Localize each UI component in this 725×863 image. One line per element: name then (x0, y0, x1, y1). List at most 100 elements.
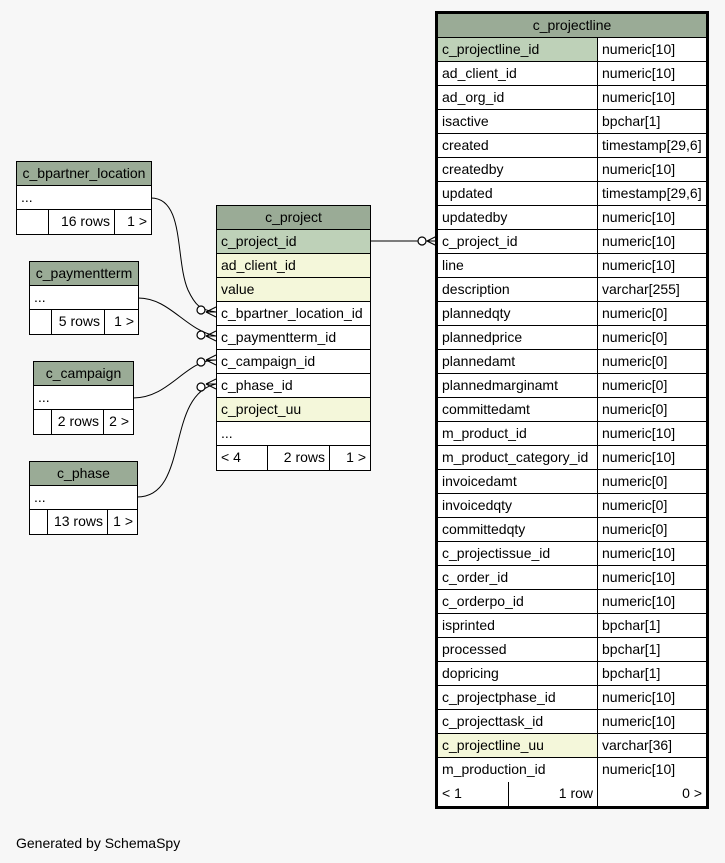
table-title[interactable]: c_phase (30, 462, 137, 486)
column-name[interactable]: updated (442, 185, 493, 201)
column-name[interactable]: plannedqty (442, 305, 511, 321)
children-count[interactable]: 1 > (104, 310, 138, 334)
column-ad-client-id[interactable]: ad_client_id (221, 257, 296, 273)
edge-paymentterm (137, 297, 217, 337)
column-name[interactable]: c_orderpo_id (442, 593, 524, 609)
column-name[interactable]: description (442, 281, 510, 297)
column-name[interactable]: m_product_id (442, 425, 527, 441)
children-count[interactable]: 2 > (103, 410, 133, 434)
children-count[interactable]: 1 > (114, 210, 151, 234)
column-c-project-id[interactable]: c_project_id (221, 233, 297, 249)
children-count[interactable]: 1 > (329, 446, 370, 470)
column-name[interactable]: c_projectissue_id (442, 545, 551, 561)
column-name[interactable]: dopricing (442, 665, 499, 681)
column-c-campaign-id[interactable]: c_campaign_id (221, 353, 316, 369)
column-name[interactable]: isactive (442, 113, 489, 129)
column-name[interactable]: plannedamt (442, 353, 516, 369)
column-value[interactable]: value (221, 281, 255, 297)
column-name[interactable]: line (442, 257, 464, 273)
column-type: numeric[0] (597, 470, 706, 493)
column-c-bpartner-location-id[interactable]: c_bpartner_location_id (221, 305, 363, 321)
column-name[interactable]: ad_org_id (442, 89, 505, 105)
column-name[interactable]: created (442, 137, 489, 153)
children-count[interactable]: 1 > (107, 510, 137, 534)
row-count: 1 row (508, 782, 597, 806)
column-type: numeric[10] (597, 566, 706, 589)
column-row[interactable]: dopricing bpchar[1] (438, 662, 706, 686)
table-c-bpartner-location[interactable]: c_bpartner_location ... 16 rows 1 > (16, 161, 152, 235)
parents-count[interactable]: < 1 (442, 785, 462, 801)
table-title[interactable]: c_campaign (34, 362, 133, 386)
optional-marker (196, 305, 206, 315)
column-name[interactable]: c_project_id (442, 233, 518, 249)
table-title[interactable]: c_project (217, 206, 370, 230)
column-c-paymentterm-id[interactable]: c_paymentterm_id (221, 329, 337, 345)
column-c-phase-id[interactable]: c_phase_id (221, 377, 293, 393)
table-c-phase[interactable]: c_phase ... 13 rows 1 > (29, 461, 138, 535)
table-title[interactable]: c_projectline (438, 14, 706, 38)
column-name[interactable]: committedamt (442, 401, 530, 417)
column-name[interactable]: c_projectline_uu (438, 734, 597, 757)
column-name[interactable]: createdby (442, 161, 504, 177)
column-name[interactable]: invoicedqty (442, 497, 513, 513)
table-title[interactable]: c_bpartner_location (17, 162, 151, 186)
column-name[interactable]: invoicedamt (442, 473, 517, 489)
column-c-project-uu[interactable]: c_project_uu (221, 401, 302, 417)
column-name[interactable]: processed (442, 641, 507, 657)
column-row[interactable]: created timestamp[29,6] (438, 134, 706, 158)
column-row[interactable]: committedamt numeric[0] (438, 398, 706, 422)
column-name[interactable]: plannedprice (442, 329, 523, 345)
column-type: numeric[0] (597, 398, 706, 421)
table-title[interactable]: c_paymentterm (30, 262, 138, 286)
column-name[interactable]: isprinted (442, 617, 495, 633)
children-count[interactable]: 0 > (597, 782, 706, 806)
column-type: timestamp[29,6] (597, 134, 706, 157)
column-name[interactable]: m_production_id (442, 761, 546, 777)
column-row[interactable]: invoicedamt numeric[0] (438, 470, 706, 494)
column-name[interactable]: c_projecttask_id (442, 713, 544, 729)
column-name[interactable]: updatedby (442, 209, 508, 225)
column-name[interactable]: committedqty (442, 521, 526, 537)
column-type: numeric[10] (597, 38, 706, 61)
parents-count[interactable]: < 4 (221, 449, 241, 465)
table-c-campaign[interactable]: c_campaign ... 2 rows 2 > (33, 361, 134, 435)
column-name[interactable]: plannedmarginamt (442, 377, 558, 393)
column-type: bpchar[1] (597, 662, 706, 685)
column-name[interactable]: c_order_id (442, 569, 509, 585)
column-name[interactable]: c_projectline_id (438, 38, 597, 61)
column-row[interactable]: c_order_id numeric[10] (438, 566, 706, 590)
table-c-project[interactable]: c_project c_project_id ad_client_id valu… (216, 205, 371, 471)
column-name[interactable]: m_product_category_id (442, 449, 589, 465)
column-name[interactable]: c_projectphase_id (442, 689, 556, 705)
table-c-paymentterm[interactable]: c_paymentterm ... 5 rows 1 > (29, 261, 139, 335)
edge-bpartner-location (150, 197, 217, 313)
column-name[interactable]: ad_client_id (442, 65, 517, 81)
